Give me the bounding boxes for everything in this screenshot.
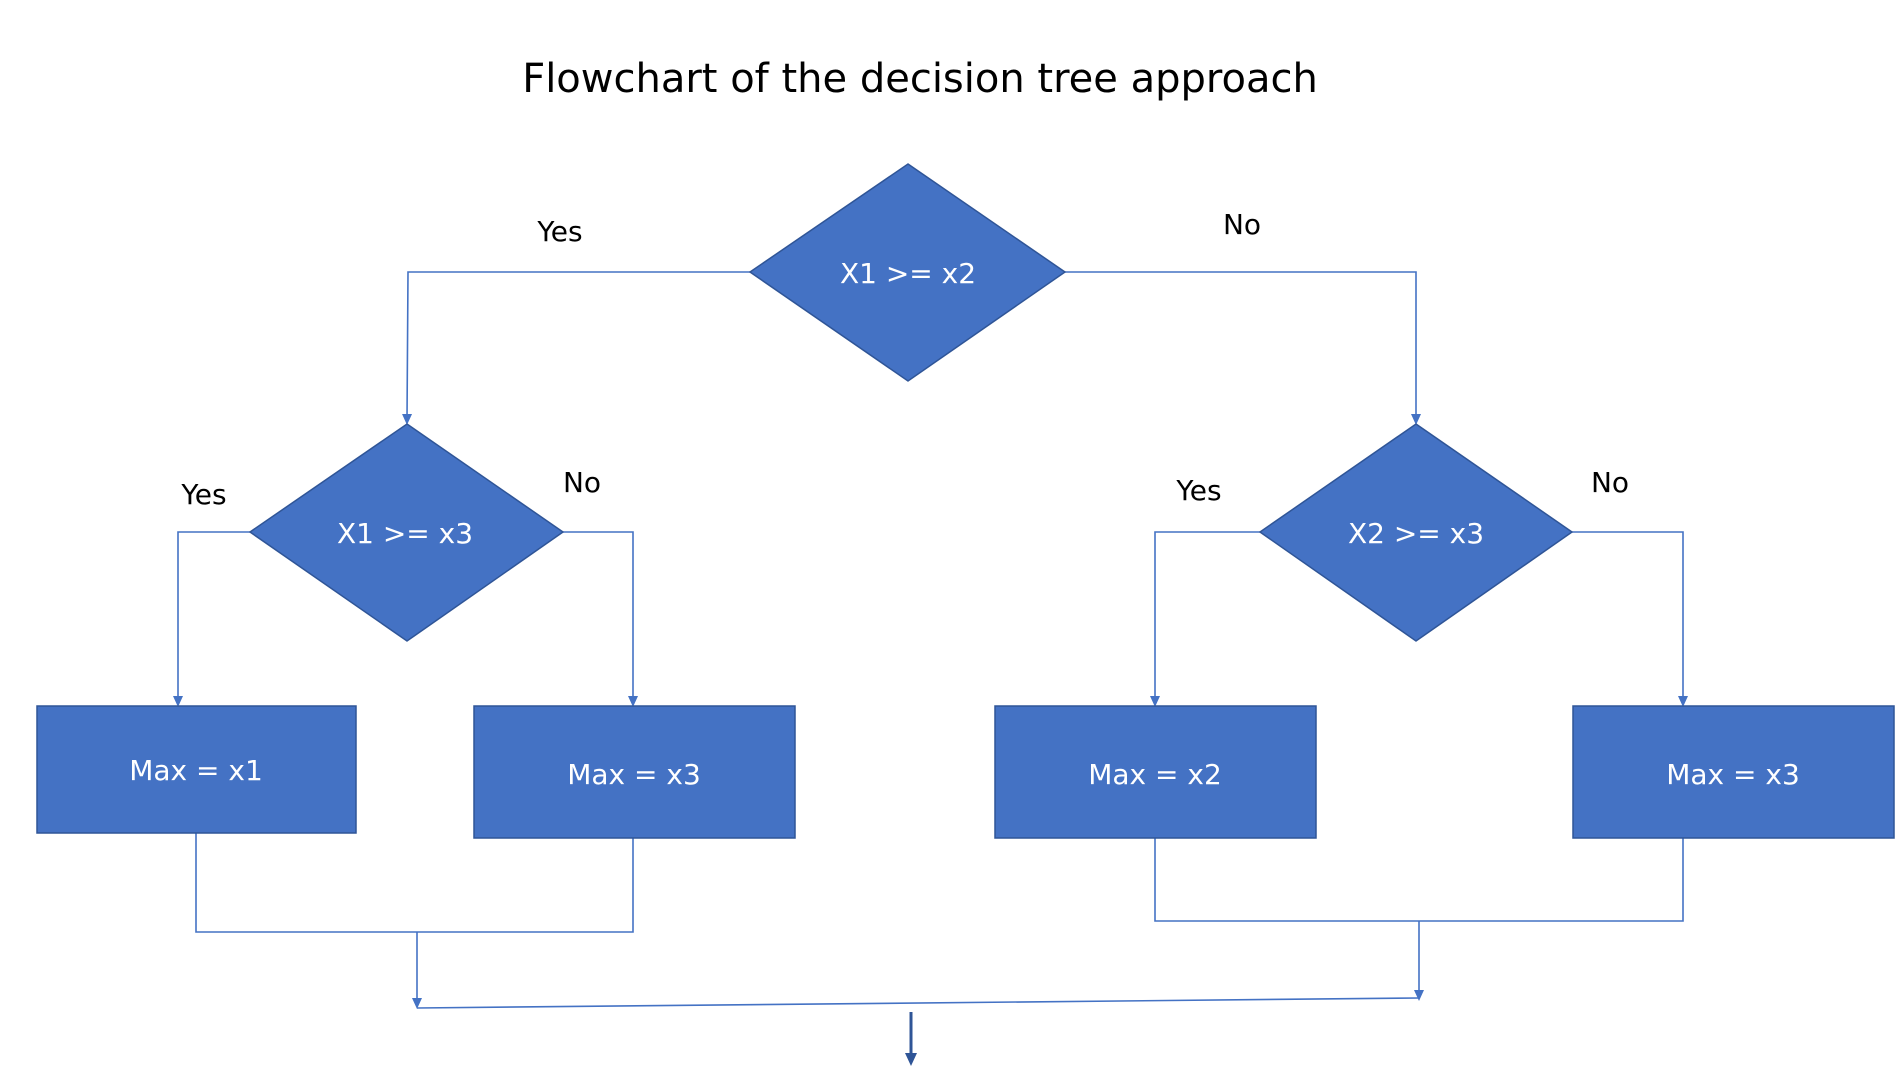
result-right-no[interactable]: Max = x3 (1572, 705, 1895, 839)
decision-root-label: X1 >= x2 (840, 257, 976, 290)
decision-right[interactable]: X2 >= x3 (1258, 423, 1574, 642)
edge-label-root-no: No (1223, 208, 1261, 241)
decision-root-diamond (748, 163, 1067, 382)
edge-label-root-yes: Yes (536, 215, 582, 248)
result-right-no-label: Max = x3 (1666, 758, 1800, 791)
connector-left-merge (195, 833, 634, 933)
decision-right-label: X2 >= x3 (1348, 517, 1484, 550)
connector-right-merge (1154, 838, 1684, 922)
result-left-no-label: Max = x3 (567, 758, 701, 791)
decision-root[interactable]: X1 >= x2 (748, 163, 1067, 382)
result-right-yes[interactable]: Max = x2 (994, 705, 1317, 839)
edge-label-right-yes: Yes (1175, 474, 1221, 507)
result-left-yes-box (36, 705, 357, 834)
result-left-no-box (473, 705, 796, 839)
decision-left-diamond (248, 423, 565, 642)
connector-root-yes (402, 271, 750, 425)
diagram-title: Flowchart of the decision tree approach (522, 56, 1318, 102)
result-right-yes-box (994, 705, 1317, 839)
result-left-yes[interactable]: Max = x1 (36, 705, 357, 834)
edge-label-right-no: No (1591, 466, 1629, 499)
connector-right-yes (1150, 531, 1260, 707)
decision-right-diamond (1258, 423, 1574, 642)
connector-root-no (1065, 271, 1421, 425)
result-right-yes-label: Max = x2 (1088, 758, 1222, 791)
connector-bottom-join (416, 997, 1420, 1009)
result-left-yes-label: Max = x1 (129, 754, 263, 787)
connector-right-no (1572, 531, 1688, 707)
result-right-no-box (1572, 705, 1895, 839)
edge-label-left-no: No (563, 466, 601, 499)
decision-left-label: X1 >= x3 (337, 517, 473, 550)
connector-left-no (563, 531, 638, 707)
decision-left[interactable]: X1 >= x3 (248, 423, 565, 642)
edge-label-left-yes: Yes (180, 478, 226, 511)
result-left-no[interactable]: Max = x3 (473, 705, 796, 839)
connector-left-yes (173, 531, 250, 707)
